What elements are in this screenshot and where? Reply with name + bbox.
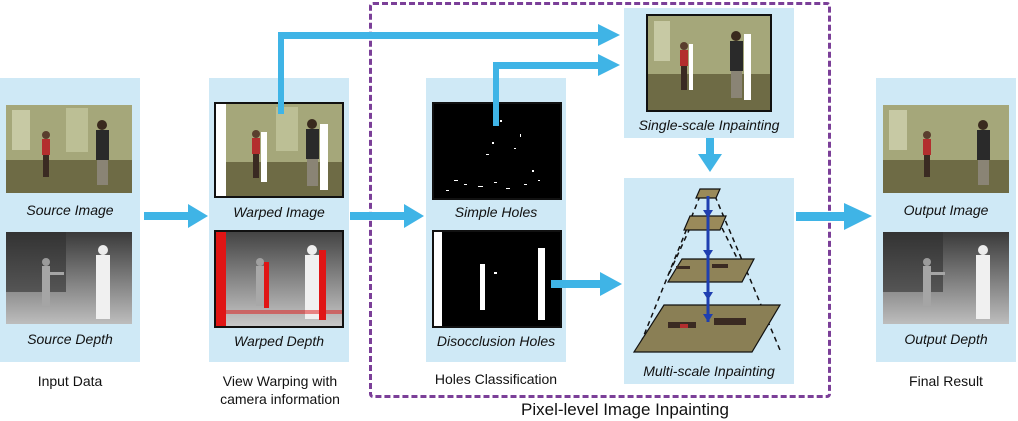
pixel-level-inpainting-region [369, 2, 831, 398]
disocclusion-holes-thumbnail [432, 230, 562, 328]
warped-image-label: Warped Image [233, 204, 325, 220]
warped-depth-label: Warped Depth [233, 333, 324, 349]
source-depth-label: Source Depth [27, 331, 113, 347]
single-scale-label: Single-scale Inpainting [638, 117, 780, 133]
output-image-thumbnail [883, 105, 1009, 193]
warped-depth-thumbnail [214, 230, 344, 328]
source-image-thumbnail [6, 105, 132, 193]
holes-classification-caption: Holes Classification [434, 371, 558, 387]
output-depth-thumbnail [883, 232, 1009, 324]
multi-scale-label: Multi-scale Inpainting [643, 363, 775, 379]
final-result-caption: Final Result [909, 373, 983, 389]
view-warping-caption-line2: camera information [220, 391, 340, 407]
single-scale-thumbnail [646, 14, 772, 112]
arrow-input-to-warping [144, 204, 208, 228]
input-data-caption: Input Data [37, 373, 103, 389]
simple-holes-thumbnail [432, 102, 562, 200]
source-image-label: Source Image [26, 202, 114, 218]
view-warping-caption: View Warping with camera information [200, 372, 360, 408]
multi-scale-panel [624, 178, 794, 384]
view-warping-caption-line1: View Warping with [222, 373, 338, 389]
output-depth-label: Output Depth [904, 331, 988, 347]
output-image-label: Output Image [903, 202, 989, 218]
simple-holes-label: Simple Holes [454, 204, 538, 220]
disocclusion-holes-label: Disocclusion Holes [436, 333, 556, 349]
warped-image-thumbnail [214, 102, 344, 198]
source-depth-thumbnail [6, 232, 132, 324]
inpainting-region-title: Pixel-level Image Inpainting [521, 400, 729, 419]
